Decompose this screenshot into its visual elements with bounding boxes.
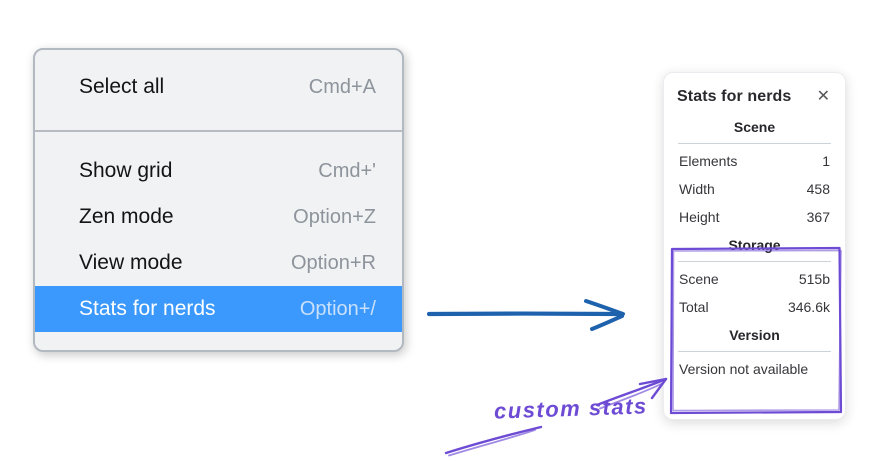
section-heading: Scene: [733, 119, 776, 135]
menu-item-label: View mode: [79, 251, 183, 274]
stat-value: 346.6k: [787, 299, 830, 315]
stat-row-scene-storage: Scene 515b: [677, 265, 832, 293]
menu-item-shortcut: Option+/: [299, 297, 376, 320]
section-divider: [678, 261, 831, 262]
stat-row-elements: Elements 1: [677, 147, 832, 175]
stat-row-width: Width 458: [677, 175, 832, 203]
stats-section-storage: Storage Scene 515b Total 346.6k: [677, 237, 832, 321]
close-icon[interactable]: ✕: [816, 88, 830, 105]
version-note: Version not available: [679, 361, 809, 377]
menu-item-show-grid[interactable]: Show grid Cmd+': [35, 148, 402, 194]
annotation-label: custom stats: [493, 393, 649, 424]
section-divider: [678, 351, 831, 352]
stat-label: Height: [679, 209, 720, 225]
menu-item-view-mode[interactable]: View mode Option+R: [35, 240, 402, 286]
menu-separator: [35, 130, 402, 132]
stat-label: Total: [679, 299, 709, 315]
stat-value: 458: [806, 181, 830, 197]
section-heading: Storage: [728, 237, 781, 253]
blue-arrow: [426, 299, 625, 331]
menu-item-label: Stats for nerds: [79, 297, 216, 320]
stats-panel-title: Stats for nerds: [677, 88, 792, 105]
menu-item-label: Show grid: [79, 159, 173, 182]
stat-value: 515b: [798, 271, 830, 287]
menu-item-zen-mode[interactable]: Zen mode Option+Z: [35, 194, 402, 240]
menu-item-label: Zen mode: [79, 205, 174, 228]
section-heading: Version: [729, 327, 780, 343]
stat-label: Width: [679, 181, 715, 197]
context-menu: Select all Cmd+A Show grid Cmd+' Zen mod…: [33, 48, 404, 352]
stats-panel: Stats for nerds ✕ Scene Elements 1 Width…: [663, 72, 846, 420]
stats-section-version: Version Version not available: [677, 327, 832, 383]
menu-item-stats-for-nerds[interactable]: Stats for nerds Option+/: [35, 286, 402, 332]
stat-value: 1: [822, 153, 830, 169]
menu-item-select-all[interactable]: Select all Cmd+A: [35, 64, 402, 110]
stat-row-total-storage: Total 346.6k: [677, 293, 832, 321]
menu-item-shortcut: Cmd+A: [308, 75, 376, 98]
menu-item-shortcut: Option+R: [290, 251, 376, 274]
menu-item-shortcut: Cmd+': [318, 159, 376, 182]
section-divider: [678, 143, 831, 144]
stat-label: Elements: [679, 153, 738, 169]
stat-value: 367: [806, 209, 830, 225]
menu-item-label: Select all: [79, 75, 165, 98]
menu-item-shortcut: Option+Z: [293, 205, 376, 228]
stats-section-scene: Scene Elements 1 Width 458 Height 367: [677, 119, 832, 231]
stat-row-height: Height 367: [677, 203, 832, 231]
stat-label: Scene: [679, 271, 719, 287]
stats-panel-header: Stats for nerds ✕: [677, 87, 832, 107]
